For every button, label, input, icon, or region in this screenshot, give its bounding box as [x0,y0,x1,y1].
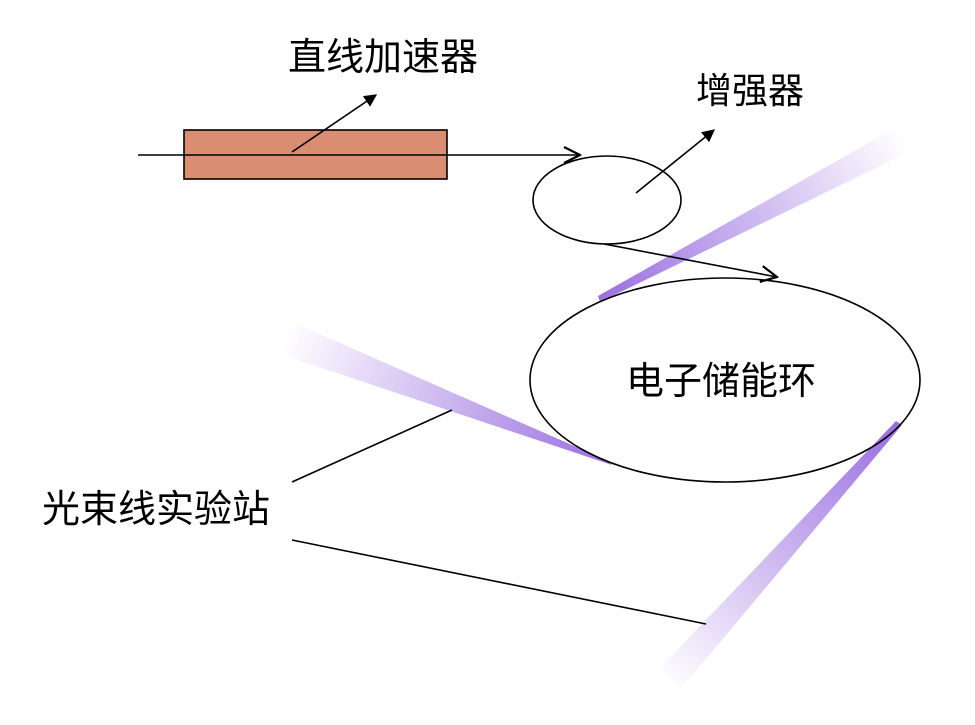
beam-upper-right [598,128,913,302]
beamline-callout-upper [291,409,453,483]
storage-ring [529,277,921,483]
beam-upper-left [280,322,612,465]
beamline-callout-lower [291,539,707,625]
booster-label: 增强器 [696,71,805,112]
booster-pointer-arrow [635,129,715,194]
storage-ring-label: 电子储能环 [626,359,817,403]
linac-label: 直线加速器 [288,35,479,79]
linac-pointer-arrow [291,94,378,153]
beamline-station-label: 光束线实验站 [42,487,271,531]
beam-lower-right [660,421,902,690]
booster-ring [532,155,682,245]
transfer-beam-line [603,243,777,277]
